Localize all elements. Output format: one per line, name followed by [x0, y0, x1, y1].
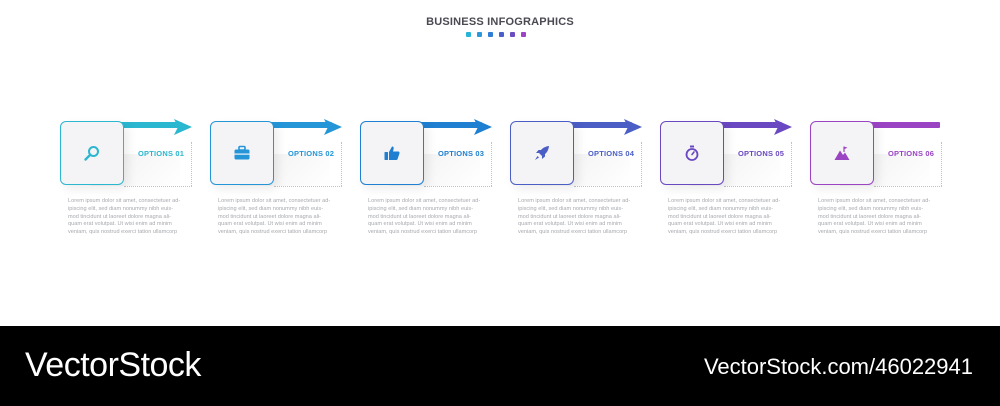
desc-line: mod tincidunt ut laoreet dolore magna al…: [818, 213, 921, 220]
desc-line: ipiscing elit, sed diam nonummy nibh eui…: [818, 205, 924, 212]
briefcase-icon: [234, 145, 250, 160]
dotted-guide: [191, 142, 192, 186]
brand-logo: VectorStock: [25, 346, 201, 384]
desc-line: Lorem ipsum dolor sit amet, consectetuer…: [68, 198, 181, 204]
desc-line: mod tincidunt ut laoreet dolore magna al…: [368, 213, 471, 220]
option-description: Lorem ipsum dolor sit amet, consectetuer…: [68, 198, 190, 237]
option-description: Lorem ipsum dolor sit amet, consectetuer…: [668, 198, 790, 237]
desc-line: quam erat volutpat. Ut wisi enim ad mini…: [68, 221, 172, 228]
infographic-canvas: BUSINESS INFOGRAPHICS OPTIONS 01 Lorem i…: [60, 16, 950, 244]
option-icon-box: [210, 121, 274, 185]
desc-line: Lorem ipsum dolor sit amet, consectetuer…: [218, 198, 331, 204]
arrow-head-icon: [624, 119, 642, 135]
dotted-guide: [724, 186, 792, 187]
dotted-guide: [941, 142, 942, 186]
desc-line: Lorem ipsum dolor sit amet, consectetuer…: [368, 198, 481, 204]
desc-line: mod tincidunt ut laoreet dolore magna al…: [668, 213, 771, 220]
color-dot: [521, 32, 526, 37]
option-label: OPTIONS 02: [288, 149, 335, 158]
desc-line: veniam, quis nostrud exerci tation ullam…: [668, 229, 778, 236]
dotted-guide: [491, 142, 492, 186]
option-icon-box: [660, 121, 724, 185]
option-description: Lorem ipsum dolor sit amet, consectetuer…: [218, 198, 340, 237]
option-step-6: OPTIONS 06 Lorem ipsum dolor sit amet, c…: [810, 114, 950, 244]
arrow-head-icon: [474, 119, 492, 135]
dotted-guide: [574, 186, 642, 187]
connector-line: [568, 122, 632, 128]
color-dots: [466, 32, 526, 37]
option-description: Lorem ipsum dolor sit amet, consectetuer…: [368, 198, 490, 237]
desc-line: quam erat volutpat. Ut wisi enim ad mini…: [218, 221, 322, 228]
dotted-guide: [341, 142, 342, 186]
search-icon: [84, 146, 99, 161]
option-label: OPTIONS 05: [738, 149, 785, 158]
option-icon-box: [60, 121, 124, 185]
option-step-2: OPTIONS 02 Lorem ipsum dolor sit amet, c…: [210, 114, 350, 244]
dotted-guide: [274, 186, 342, 187]
desc-line: Lorem ipsum dolor sit amet, consectetuer…: [518, 198, 631, 204]
desc-line: ipiscing elit, sed diam nonummy nibh eui…: [368, 205, 474, 212]
option-icon-box: [810, 121, 874, 185]
connector-line: [418, 122, 482, 128]
desc-line: quam erat volutpat. Ut wisi enim ad mini…: [368, 221, 472, 228]
watermark-footer: VectorStock VectorStock.com/46022941: [0, 326, 1000, 406]
mountain-flag-icon: [834, 146, 850, 160]
desc-line: ipiscing elit, sed diam nonummy nibh eui…: [68, 205, 174, 212]
color-dot: [488, 32, 493, 37]
option-step-4: OPTIONS 04 Lorem ipsum dolor sit amet, c…: [510, 114, 650, 244]
arrow-head-icon: [774, 119, 792, 135]
desc-line: quam erat volutpat. Ut wisi enim ad mini…: [518, 221, 622, 228]
desc-line: mod tincidunt ut laoreet dolore magna al…: [218, 213, 321, 220]
option-label: OPTIONS 06: [888, 149, 935, 158]
rocket-icon: [535, 146, 549, 160]
thumbs-up-icon: [384, 146, 400, 160]
dotted-guide: [641, 142, 642, 186]
option-step-3: OPTIONS 03 Lorem ipsum dolor sit amet, c…: [360, 114, 500, 244]
option-label: OPTIONS 04: [588, 149, 635, 158]
option-label: OPTIONS 01: [138, 149, 185, 158]
connector-line: [718, 122, 782, 128]
option-step-1: OPTIONS 01 Lorem ipsum dolor sit amet, c…: [60, 114, 200, 244]
desc-line: quam erat volutpat. Ut wisi enim ad mini…: [818, 221, 922, 228]
desc-line: veniam, quis nostrud exerci tation ullam…: [68, 229, 178, 236]
desc-line: veniam, quis nostrud exerci tation ullam…: [518, 229, 628, 236]
connector-line: [118, 122, 182, 128]
connector-line: [868, 122, 940, 128]
infographic-title: BUSINESS INFOGRAPHICS: [426, 16, 574, 28]
arrow-head-icon: [324, 119, 342, 135]
stopwatch-icon: [685, 145, 699, 161]
dotted-guide: [874, 186, 942, 187]
arrow-head-icon: [174, 119, 192, 135]
desc-line: Lorem ipsum dolor sit amet, consectetuer…: [818, 198, 931, 204]
desc-line: Lorem ipsum dolor sit amet, consectetuer…: [668, 198, 781, 204]
desc-line: veniam, quis nostrud exerci tation ullam…: [368, 229, 478, 236]
option-description: Lorem ipsum dolor sit amet, consectetuer…: [518, 198, 640, 237]
option-step-5: OPTIONS 05 Lorem ipsum dolor sit amet, c…: [660, 114, 800, 244]
option-icon-box: [360, 121, 424, 185]
desc-line: quam erat volutpat. Ut wisi enim ad mini…: [668, 221, 772, 228]
desc-line: veniam, quis nostrud exerci tation ullam…: [818, 229, 928, 236]
option-description: Lorem ipsum dolor sit amet, consectetuer…: [818, 198, 940, 237]
dotted-guide: [124, 186, 192, 187]
connector-line: [268, 122, 332, 128]
option-icon-box: [510, 121, 574, 185]
desc-line: mod tincidunt ut laoreet dolore magna al…: [518, 213, 621, 220]
desc-line: ipiscing elit, sed diam nonummy nibh eui…: [518, 205, 624, 212]
color-dot: [499, 32, 504, 37]
dotted-guide: [424, 186, 492, 187]
stock-id-link: VectorStock.com/46022941: [703, 354, 973, 379]
color-dot: [466, 32, 471, 37]
desc-line: ipiscing elit, sed diam nonummy nibh eui…: [218, 205, 324, 212]
dotted-guide: [791, 142, 792, 186]
desc-line: mod tincidunt ut laoreet dolore magna al…: [68, 213, 171, 220]
option-label: OPTIONS 03: [438, 149, 485, 158]
color-dot: [477, 32, 482, 37]
color-dot: [510, 32, 515, 37]
desc-line: ipiscing elit, sed diam nonummy nibh eui…: [668, 205, 774, 212]
desc-line: veniam, quis nostrud exerci tation ullam…: [218, 229, 328, 236]
